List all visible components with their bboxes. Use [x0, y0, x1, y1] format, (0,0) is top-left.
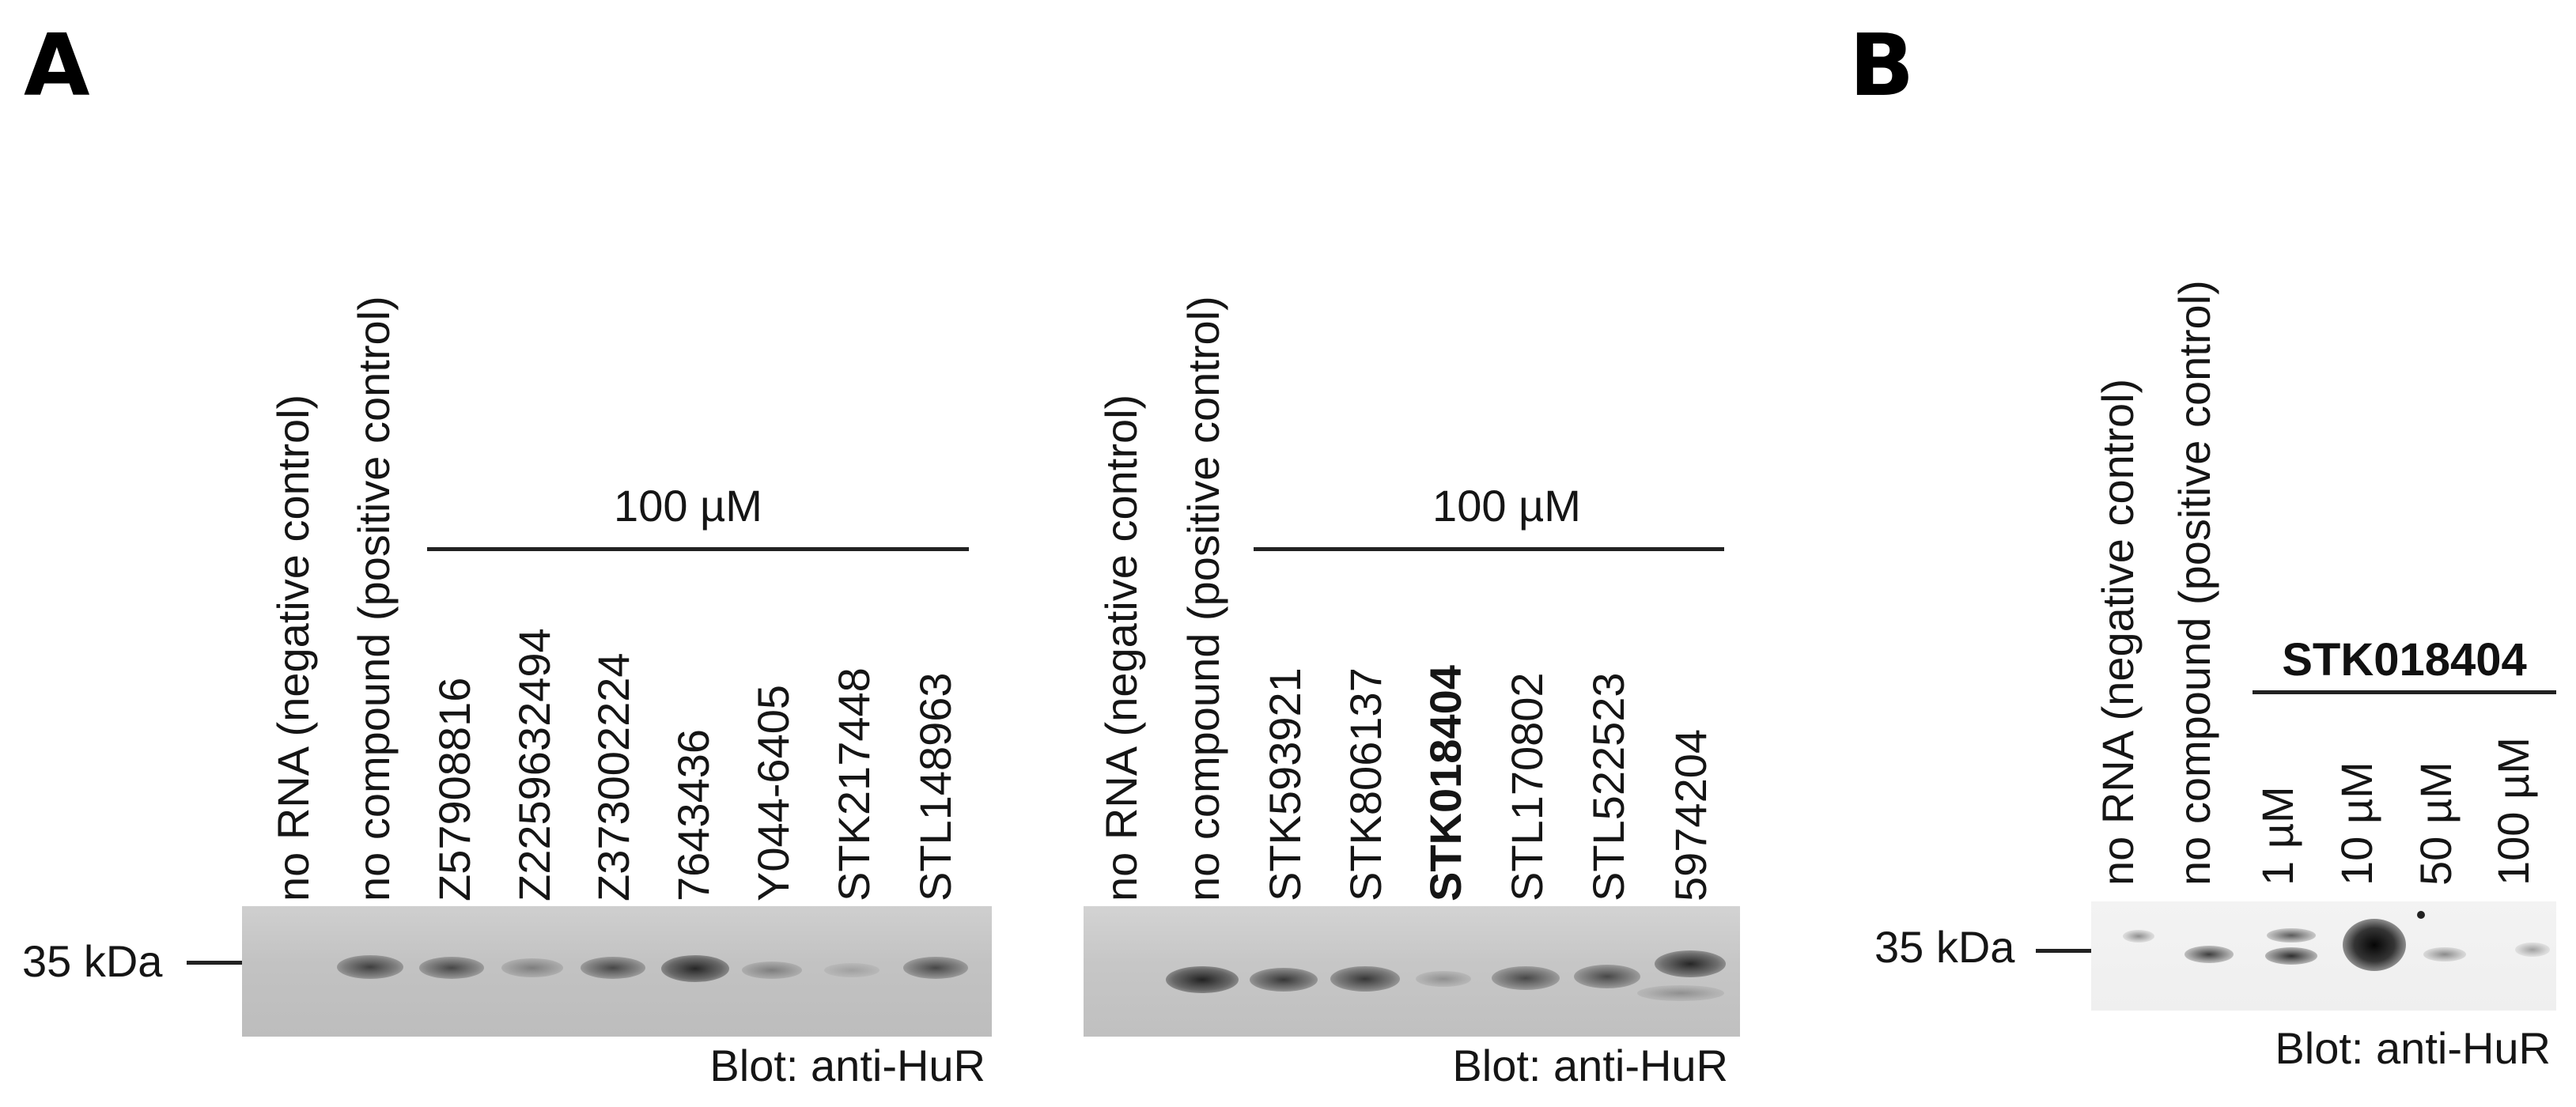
lane-label: no RNA (negative control) — [268, 394, 318, 901]
protein-band — [419, 957, 484, 979]
western-blot-image — [1084, 906, 1740, 1037]
concentration-bracket-line — [427, 547, 969, 551]
protein-band — [1166, 966, 1239, 993]
protein-band — [2515, 943, 2550, 957]
lane-label: STK806137 — [1341, 667, 1390, 901]
lane-label: no compound (positive control) — [349, 296, 399, 901]
lane-label: Z2259632494 — [509, 628, 559, 901]
lane-label: STK217448 — [829, 667, 879, 901]
blot-caption: Blot: anti-HuR — [1452, 1041, 1728, 1090]
lane-label: no RNA (negative control) — [2093, 378, 2143, 886]
molecular-weight-marker: 35 kDa — [1874, 922, 2015, 972]
protein-band — [2265, 947, 2317, 965]
protein-band — [1492, 966, 1560, 990]
lane-label: no compound (positive control) — [1178, 296, 1228, 901]
marker-tick — [187, 961, 242, 965]
compound-label: STK018404 — [2282, 634, 2527, 686]
concentration-bracket-line — [1254, 547, 1724, 551]
lane-label: 5974204 — [1666, 728, 1715, 901]
marker-tick — [2036, 949, 2091, 953]
lane-label: STL148963 — [910, 672, 960, 901]
blot-caption: Blot: anti-HuR — [2275, 1023, 2551, 1073]
lane-label: 7643436 — [668, 728, 718, 901]
western-blot-image — [2091, 901, 2556, 1011]
lane-label: 100 µM — [2488, 737, 2538, 886]
lane-label-highlighted: STK018404 — [1420, 665, 1470, 901]
lane-label: 10 µM — [2332, 761, 2381, 886]
protein-band — [1655, 950, 1726, 977]
protein-band — [1574, 965, 1640, 988]
protein-band — [2423, 947, 2466, 962]
protein-band — [2267, 928, 2316, 943]
protein-band — [742, 962, 802, 979]
protein-band — [2343, 919, 2406, 971]
protein-band — [2123, 930, 2154, 943]
lane-label: STK593921 — [1260, 667, 1310, 901]
lane-label: STL522523 — [1583, 672, 1633, 901]
protein-band — [824, 963, 879, 977]
protein-band — [903, 957, 968, 979]
concentration-label: 100 µM — [614, 481, 762, 531]
protein-band — [661, 955, 729, 982]
protein-band — [1330, 966, 1400, 992]
panel-letter-a: A — [24, 17, 90, 115]
lane-label: 50 µM — [2411, 761, 2461, 886]
protein-band — [1637, 985, 1724, 1001]
protein-band — [1416, 971, 1471, 987]
lane-label: Z373002224 — [588, 652, 638, 901]
protein-band — [501, 958, 563, 977]
blot-caption: Blot: anti-HuR — [709, 1041, 985, 1090]
protein-band — [2184, 946, 2234, 963]
western-blot-image — [242, 906, 992, 1037]
protein-band — [1250, 968, 1318, 992]
lane-label: Y044-6405 — [748, 684, 798, 901]
lane-label: 1 µM — [2253, 786, 2302, 886]
lane-label: STL170802 — [1502, 672, 1552, 901]
lane-label: no compound (positive control) — [2169, 280, 2219, 886]
concentration-label: 100 µM — [1432, 481, 1581, 531]
blot-speck — [2417, 911, 2425, 919]
lane-label: Z57908816 — [429, 677, 479, 901]
protein-band — [337, 955, 403, 979]
compound-bracket-line — [2253, 690, 2556, 694]
protein-band — [581, 957, 645, 979]
panel-letter-b: B — [1849, 17, 1915, 115]
molecular-weight-marker: 35 kDa — [22, 936, 163, 986]
lane-label: no RNA (negative control) — [1096, 394, 1146, 901]
